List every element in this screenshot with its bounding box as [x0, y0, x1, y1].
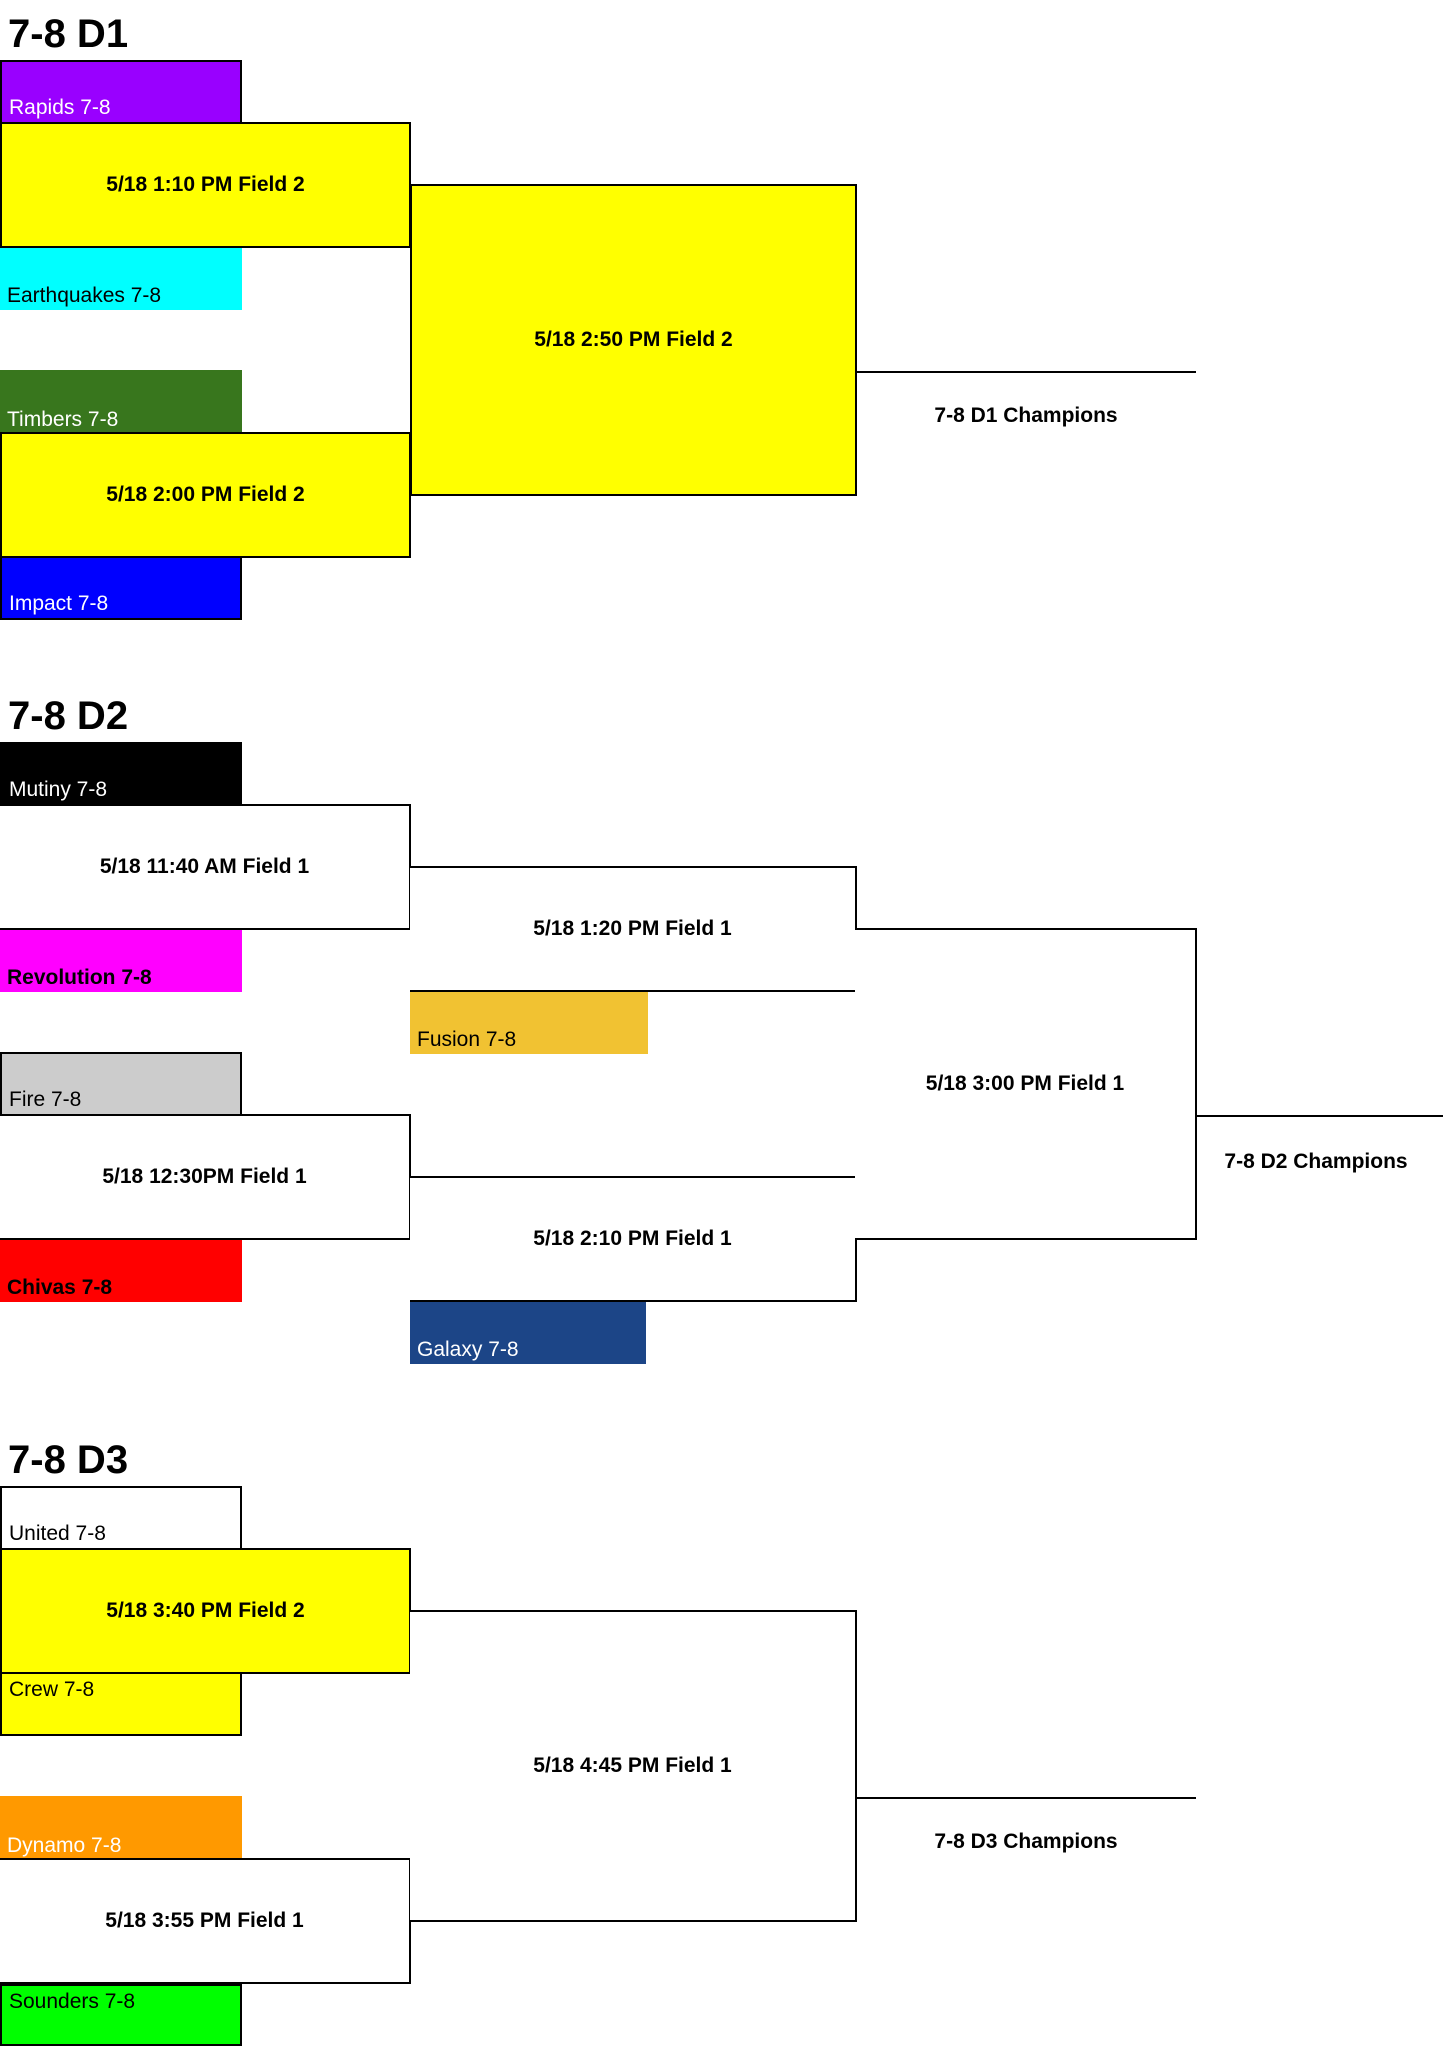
match-box[interactable]: 5/18 2:00 PM Field 2: [0, 432, 411, 558]
team-slot[interactable]: Galaxy 7-8: [410, 1302, 646, 1364]
match-label: 5/18 1:10 PM Field 2: [106, 173, 305, 196]
team-slot[interactable]: Earthquakes 7-8: [0, 248, 242, 310]
team-name: Rapids 7-8: [9, 96, 111, 119]
team-slot[interactable]: Sounders 7-8: [0, 1984, 242, 2046]
champion-line: [855, 371, 1196, 373]
team-name: Revolution 7-8: [7, 966, 152, 989]
team-name: Galaxy 7-8: [417, 1338, 519, 1361]
team-slot[interactable]: Dynamo 7-8: [0, 1796, 242, 1860]
team-name: Dynamo 7-8: [7, 1834, 122, 1857]
match-label: 5/18 11:40 AM Field 1: [99, 855, 310, 878]
match-label: 5/18 3:00 PM Field 1: [925, 1072, 1125, 1095]
match-box[interactable]: 5/18 1:10 PM Field 2: [0, 122, 411, 248]
team-name: Crew 7-8: [9, 1678, 95, 1701]
match-box[interactable]: 5/18 12:30PM Field 1: [0, 1114, 411, 1240]
match-box[interactable]: 5/18 1:20 PM Field 1: [410, 866, 857, 992]
team-name: Timbers 7-8: [7, 408, 119, 431]
team-slot[interactable]: United 7-8: [0, 1486, 242, 1550]
match-box[interactable]: 5/18 3:55 PM Field 1: [0, 1858, 411, 1984]
team-slot[interactable]: Rapids 7-8: [0, 60, 242, 124]
match-label: 5/18 12:30PM Field 1: [102, 1165, 307, 1188]
team-name: Chivas 7-8: [7, 1276, 113, 1299]
bracket-title: 7-8 D2: [8, 694, 129, 738]
match-box[interactable]: 5/18 3:00 PM Field 1: [855, 928, 1197, 1240]
team-name: Fire 7-8: [9, 1088, 82, 1111]
team-name: Sounders 7-8: [9, 1990, 136, 2013]
team-slot[interactable]: Chivas 7-8: [0, 1240, 242, 1302]
team-slot[interactable]: Impact 7-8: [0, 556, 242, 620]
team-slot[interactable]: Revolution 7-8: [0, 930, 242, 992]
bracket-title: 7-8 D3: [8, 1438, 129, 1482]
match-box[interactable]: 5/18 11:40 AM Field 1: [0, 804, 411, 930]
match-label: 5/18 2:10 PM Field 1: [533, 1227, 732, 1250]
team-slot[interactable]: Mutiny 7-8: [0, 742, 242, 806]
team-name: Impact 7-8: [9, 592, 109, 615]
team-slot[interactable]: Fire 7-8: [0, 1052, 242, 1116]
bracket-title: 7-8 D1: [8, 12, 129, 56]
match-box[interactable]: 5/18 4:45 PM Field 1: [410, 1610, 857, 1922]
team-slot[interactable]: Timbers 7-8: [0, 370, 242, 434]
match-label: 5/18 2:00 PM Field 2: [106, 483, 305, 506]
team-name: United 7-8: [9, 1522, 106, 1545]
champions-label: 7-8 D3 Champions: [934, 1830, 1118, 1853]
team-slot[interactable]: Fusion 7-8: [410, 992, 648, 1054]
match-label: 5/18 3:55 PM Field 1: [105, 1909, 304, 1932]
team-name: Fusion 7-8: [417, 1028, 517, 1051]
match-box[interactable]: 5/18 2:10 PM Field 1: [410, 1176, 857, 1302]
champions-label: 7-8 D1 Champions: [934, 404, 1118, 427]
match-box[interactable]: 5/18 3:40 PM Field 2: [0, 1548, 411, 1674]
match-label: 5/18 4:45 PM Field 1: [533, 1754, 732, 1777]
champion-line: [855, 1797, 1196, 1799]
match-label: 5/18 3:40 PM Field 2: [106, 1599, 305, 1622]
match-label: 5/18 1:20 PM Field 1: [533, 917, 732, 940]
team-slot[interactable]: Crew 7-8: [0, 1672, 242, 1736]
team-name: Mutiny 7-8: [9, 778, 108, 801]
match-box[interactable]: 5/18 2:50 PM Field 2: [410, 184, 857, 496]
champions-label: 7-8 D2 Champions: [1224, 1150, 1408, 1173]
team-name: Earthquakes 7-8: [7, 284, 162, 307]
match-label: 5/18 2:50 PM Field 2: [534, 328, 733, 351]
champion-line: [1195, 1115, 1443, 1117]
